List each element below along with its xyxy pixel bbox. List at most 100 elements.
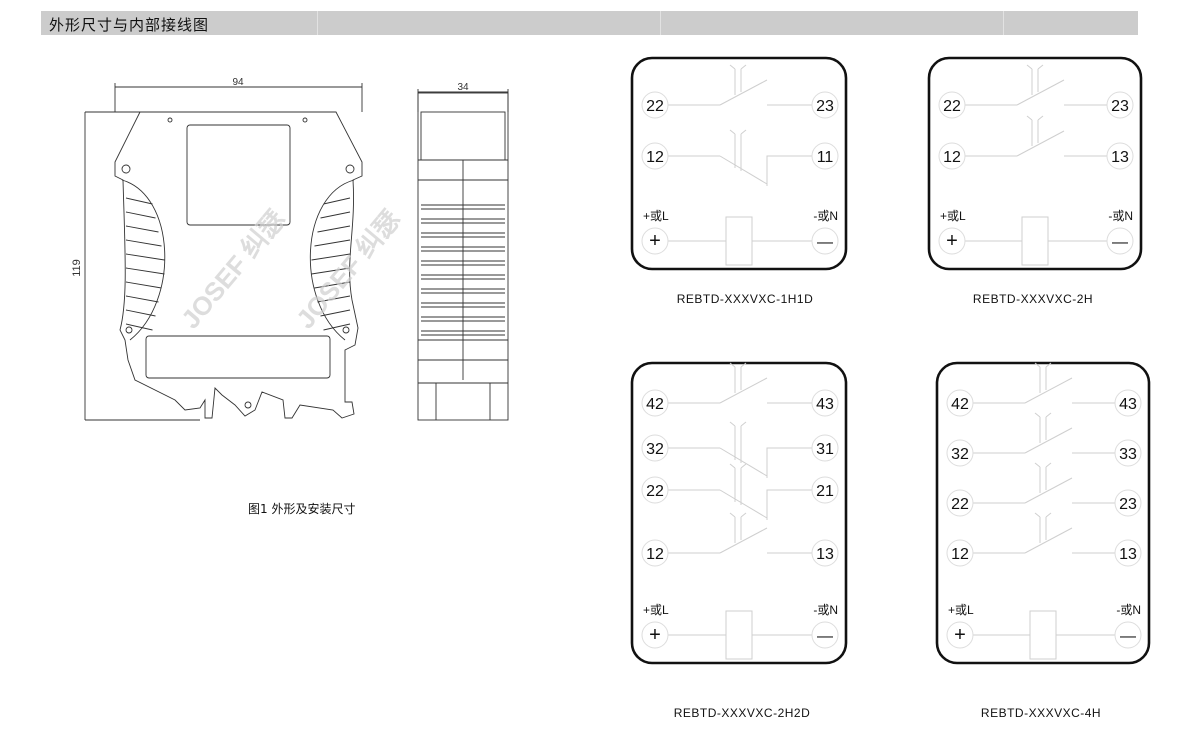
terminal-label: 12 — [951, 546, 969, 563]
terminal-label: 12 — [646, 149, 664, 166]
terminal-label: 42 — [951, 396, 969, 413]
terminal-label: 22 — [646, 483, 664, 500]
terminal-label: 21 — [816, 483, 834, 500]
plus-terminal: + — [946, 621, 974, 649]
terminal-label: 43 — [816, 396, 834, 413]
terminal-12: 12 — [641, 142, 669, 170]
plus-label: +或L — [643, 603, 669, 617]
wiring-diagram-rebtd-xxxvxc-4h: 42 43 32 33 22 23 12 13 + — +或L -或N — [934, 360, 1152, 670]
terminal-42: 42 — [946, 389, 974, 417]
terminal-43: 43 — [1114, 389, 1142, 417]
terminal-label: 23 — [1119, 496, 1137, 513]
terminal-33: 33 — [1114, 439, 1142, 467]
terminal-label: 13 — [1111, 149, 1129, 166]
terminal-12: 12 — [946, 539, 974, 567]
front-view-outline — [114, 111, 363, 419]
height-dimension — [84, 111, 200, 421]
relay-frame — [630, 56, 848, 271]
terminal-32: 32 — [946, 439, 974, 467]
coil-symbol — [725, 610, 753, 660]
terminal-label: — — [1120, 628, 1136, 645]
terminal-11: 11 — [811, 142, 839, 170]
minus-terminal: — — [1106, 227, 1134, 255]
terminal-23: 23 — [1114, 489, 1142, 517]
terminal-21: 21 — [811, 476, 839, 504]
side-view — [417, 89, 509, 421]
wiring-diagram-rebtd-xxxvxc-2h2d: 42 43 32 31 22 21 12 13 + — +或L -或N — [629, 360, 849, 670]
terminal-label: 23 — [816, 98, 834, 115]
terminal-22: 22 — [641, 476, 669, 504]
relay-frame — [927, 56, 1143, 271]
dimension-drawing: 94 119 34 JOSEF 纠瑟 JOSEF 纠瑟 — [71, 77, 509, 421]
plus-terminal: + — [641, 621, 669, 649]
terminal-42: 42 — [641, 389, 669, 417]
terminal-22: 22 — [946, 489, 974, 517]
terminal-label: 12 — [943, 149, 961, 166]
figure-caption: 图1 外形及安装尺寸 — [248, 502, 356, 516]
terminal-label: — — [817, 628, 833, 645]
terminal-label: + — [954, 624, 966, 646]
terminal-22: 22 — [938, 91, 966, 119]
terminal-23: 23 — [811, 91, 839, 119]
relay-frame — [935, 361, 1151, 665]
terminal-label: 32 — [951, 446, 969, 463]
relay-frame — [630, 361, 848, 665]
minus-label: -或N — [1116, 603, 1141, 617]
coil-symbol — [1029, 610, 1057, 660]
terminal-label: 33 — [1119, 446, 1137, 463]
coil-symbol — [725, 216, 753, 266]
terminal-12: 12 — [641, 539, 669, 567]
section-title: 外形尺寸与内部接线图 — [49, 16, 210, 34]
plus-label: +或L — [643, 209, 669, 223]
terminal-23: 23 — [1106, 91, 1134, 119]
terminal-label: — — [1112, 234, 1128, 251]
terminal-12: 12 — [938, 142, 966, 170]
terminal-label: 13 — [816, 546, 834, 563]
depth-dim-label: 34 — [457, 82, 469, 93]
height-dim-label: 119 — [71, 259, 83, 277]
terminal-31: 31 — [811, 434, 839, 462]
terminal-32: 32 — [641, 434, 669, 462]
minus-terminal: — — [1114, 621, 1142, 649]
model-caption: REBTD-XXXVXC-2H — [972, 292, 1094, 306]
model-caption: REBTD-XXXVXC-4H — [980, 706, 1102, 720]
terminal-label: 32 — [646, 441, 664, 458]
terminal-label: 13 — [1119, 546, 1137, 563]
terminal-label: 22 — [646, 98, 664, 115]
model-caption: REBTD-XXXVXC-1H1D — [676, 292, 814, 306]
coil-symbol — [1021, 216, 1049, 266]
terminal-label: 43 — [1119, 396, 1137, 413]
terminal-43: 43 — [811, 389, 839, 417]
width-dimension — [114, 83, 363, 112]
terminal-label: 22 — [943, 98, 961, 115]
plus-terminal: + — [641, 227, 669, 255]
plus-label: +或L — [940, 209, 966, 223]
terminal-label: 22 — [951, 496, 969, 513]
watermark: JOSEF 纠瑟 — [175, 204, 291, 334]
terminal-label: 11 — [817, 149, 834, 166]
terminal-label: 31 — [816, 441, 834, 458]
minus-label: -或N — [1108, 209, 1133, 223]
minus-terminal: — — [811, 621, 839, 649]
terminal-label: + — [649, 624, 661, 646]
watermark: JOSEF 纠瑟 — [290, 204, 406, 334]
terminal-label: 12 — [646, 546, 664, 563]
plus-label: +或L — [948, 603, 974, 617]
minus-label: -或N — [813, 603, 838, 617]
terminal-label: + — [946, 230, 958, 252]
terminal-label: 42 — [646, 396, 664, 413]
wiring-diagram-rebtd-xxxvxc-2h: 22 23 12 13 + — +或L -或N — [926, 55, 1144, 276]
model-caption: REBTD-XXXVXC-2H2D — [673, 706, 811, 720]
terminal-label: + — [649, 230, 661, 252]
terminal-13: 13 — [1114, 539, 1142, 567]
terminal-label: 23 — [1111, 98, 1129, 115]
terminal-22: 22 — [641, 91, 669, 119]
plus-terminal: + — [938, 227, 966, 255]
terminal-label: — — [817, 234, 833, 251]
terminal-13: 13 — [1106, 142, 1134, 170]
minus-terminal: — — [811, 227, 839, 255]
width-dim-label: 94 — [232, 77, 244, 88]
terminal-13: 13 — [811, 539, 839, 567]
section-header: 外形尺寸与内部接线图 — [41, 11, 1138, 35]
